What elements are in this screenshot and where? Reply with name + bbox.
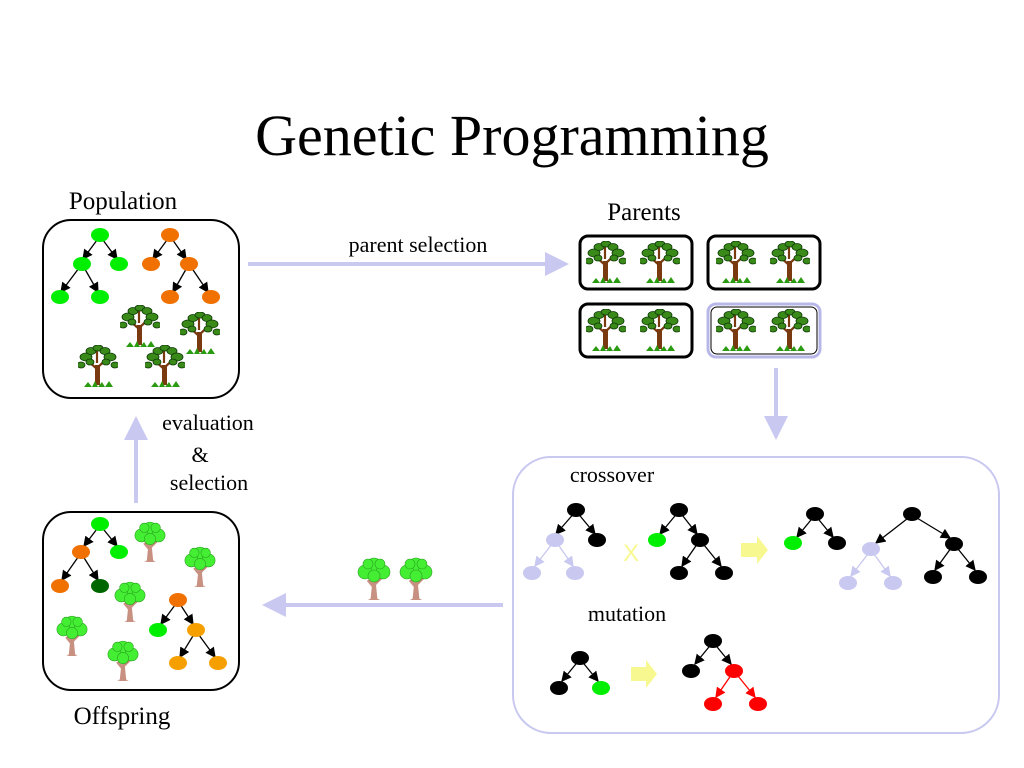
selection-label: selection <box>170 470 248 495</box>
tree-node <box>72 545 90 559</box>
light-tree-icon <box>113 580 147 622</box>
tree-node <box>839 576 857 590</box>
tree-node <box>862 542 880 556</box>
tree-node <box>648 533 666 547</box>
crossover-child-b <box>839 507 987 590</box>
crossover-parent-b <box>648 503 733 580</box>
tree-node <box>682 664 700 678</box>
offspring-tree-2 <box>149 593 227 670</box>
tree-node <box>749 697 767 711</box>
parent-pair-1 <box>578 234 694 291</box>
population-label: Population <box>69 188 178 215</box>
tree-node <box>546 533 564 547</box>
tree-node <box>180 257 198 271</box>
tree-node <box>571 651 589 665</box>
light-tree-icon <box>398 556 434 600</box>
tree-node <box>169 656 187 670</box>
tree-node <box>969 570 987 584</box>
tree-node <box>550 681 568 695</box>
tree-node <box>169 593 187 607</box>
parent-pair-4 <box>706 302 822 359</box>
tree-node <box>91 290 109 304</box>
light-tree-icon <box>133 520 167 562</box>
crossover-label: crossover <box>570 462 655 487</box>
population-box <box>42 219 240 399</box>
tree-node <box>51 579 69 593</box>
tree-node <box>670 566 688 580</box>
tree-node <box>704 634 722 648</box>
parent-selection-label: parent selection <box>349 232 488 257</box>
tree-node <box>91 517 109 531</box>
tree-node <box>91 228 109 242</box>
tree-node <box>715 566 733 580</box>
tree-node <box>161 290 179 304</box>
tree-icon <box>180 312 220 356</box>
population-orange-tree <box>142 228 220 304</box>
tree-node <box>187 623 205 637</box>
crossover-child-a <box>784 507 846 550</box>
tree-node <box>903 507 921 521</box>
tree-node <box>209 656 227 670</box>
tree-icon <box>120 305 160 349</box>
tree-node <box>202 290 220 304</box>
parent-pair-2 <box>706 234 822 291</box>
tree-node <box>945 537 963 551</box>
population-green-tree <box>51 228 128 304</box>
tree-node <box>91 579 109 593</box>
tree-node <box>691 533 709 547</box>
tree-node <box>161 228 179 242</box>
tree-icon <box>716 309 756 353</box>
tree-icon <box>145 345 185 389</box>
tree-node <box>884 576 902 590</box>
variation-box <box>512 456 1000 734</box>
offspring-tree-1 <box>51 517 128 593</box>
parent-pair-3 <box>578 302 694 359</box>
tree-node <box>592 681 610 695</box>
ampersand-label: & <box>191 442 208 467</box>
tree-node <box>806 507 824 521</box>
offspring-box <box>42 511 240 691</box>
tree-node <box>523 566 541 580</box>
tree-node <box>149 623 167 637</box>
cross-symbol: X <box>623 540 639 567</box>
tree-node <box>51 290 69 304</box>
tree-icon <box>770 309 810 353</box>
tree-icon <box>640 241 680 285</box>
tree-icon <box>640 309 680 353</box>
tree-node <box>670 503 688 517</box>
tree-icon <box>586 309 626 353</box>
tree-node <box>110 545 128 559</box>
tree-node <box>828 536 846 550</box>
mutation-block-arrow-icon <box>631 660 657 688</box>
tree-node <box>924 570 942 584</box>
mutation-child <box>682 634 767 711</box>
light-tree-icon <box>106 639 140 681</box>
evaluation-label: evaluation <box>162 410 254 435</box>
tree-icon <box>586 241 626 285</box>
tree-node <box>784 536 802 550</box>
light-tree-icon <box>55 614 89 656</box>
crossover-parent-a <box>523 503 606 580</box>
offspring-label: Offspring <box>74 703 171 730</box>
tree-node <box>725 664 743 678</box>
tree-node <box>73 257 91 271</box>
page-title: Genetic Programming <box>255 103 769 168</box>
mutation-label: mutation <box>588 601 666 626</box>
tree-node <box>110 257 128 271</box>
parents-label: Parents <box>607 199 681 226</box>
tree-node <box>566 566 584 580</box>
crossover-block-arrow-icon <box>741 536 768 564</box>
tree-icon <box>716 241 756 285</box>
tree-node <box>704 697 722 711</box>
tree-node <box>142 257 160 271</box>
light-tree-icon <box>183 545 217 587</box>
tree-icon <box>770 241 810 285</box>
tree-icon <box>78 345 118 389</box>
tree-node <box>588 533 606 547</box>
tree-node <box>567 503 585 517</box>
light-tree-icon <box>356 556 392 600</box>
mutation-parent <box>550 651 610 695</box>
